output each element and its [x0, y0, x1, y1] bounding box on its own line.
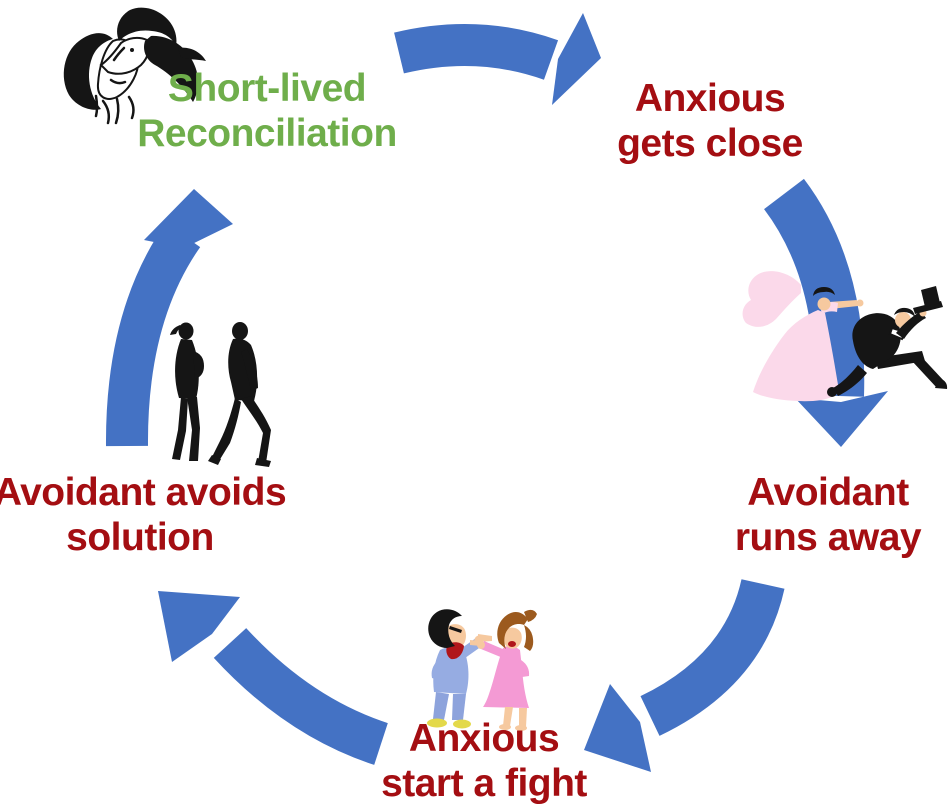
woman-point-sleeve	[481, 641, 505, 658]
man-hair	[428, 609, 462, 648]
bride-veil	[742, 271, 801, 327]
woman-leg-left	[503, 707, 513, 726]
man-eye	[130, 48, 134, 52]
woman-hair-flick	[524, 609, 537, 622]
woman-hip-arm	[516, 660, 530, 677]
groom-front-shin	[912, 352, 944, 388]
woman-lips	[109, 78, 127, 85]
bride-face	[817, 297, 831, 311]
label-line-2: runs away	[734, 516, 922, 559]
groom-hair	[894, 307, 915, 317]
woman-foot-left	[499, 724, 511, 730]
walking-man-figure	[208, 322, 271, 467]
man-slipper-right	[453, 719, 471, 729]
arrow-gets-close-to-runs-away	[763, 178, 888, 447]
man-point-finger	[478, 634, 492, 642]
bride-hair	[813, 287, 835, 296]
arrow-avoids-solution-to-reconciliation	[105, 189, 233, 447]
arguing-couple-icon	[427, 609, 537, 731]
kissing-couple-icon	[63, 7, 206, 125]
woman-hair	[63, 33, 113, 110]
groom-figure	[827, 286, 948, 397]
groom-back-foot	[827, 387, 837, 397]
man-hip-arm	[431, 660, 444, 680]
woman-point-finger	[470, 640, 481, 646]
groom-back-leg	[833, 365, 867, 396]
label-line-2: gets close	[617, 122, 803, 165]
woman-open-mouth	[508, 641, 516, 647]
label-line-2: solution	[66, 516, 214, 559]
arrow-runs-away-to-start-a-fight	[584, 578, 785, 772]
arguing-woman-figure	[470, 609, 537, 731]
label-line-1: Anxious	[408, 717, 560, 760]
collar-sketch-1	[94, 94, 99, 118]
groom-torso	[852, 313, 901, 369]
groom-front-thigh	[875, 351, 925, 369]
man-hair	[117, 7, 177, 46]
man-slipper-left	[427, 718, 447, 728]
label-anxious-start-a-fight: Anxious start a fight	[324, 716, 644, 806]
label-line-1: Short-lived	[167, 67, 367, 110]
collar-sketch-4	[127, 95, 135, 120]
label-line-1: Avoidant	[747, 471, 909, 514]
woman-dress	[483, 645, 529, 708]
bride-figure	[742, 271, 864, 402]
label-avoidant-avoids-solution: Avoidant avoids solution	[0, 470, 300, 560]
label-line-1: Avoidant avoids	[0, 471, 287, 514]
arguing-man-figure	[427, 609, 492, 729]
man-pant-right	[452, 694, 466, 720]
collar-sketch-2	[101, 99, 111, 125]
woman-hair-side	[524, 625, 534, 651]
groom-hat-arm	[896, 311, 926, 339]
man-pant-left	[433, 692, 449, 720]
woman-foot-right	[515, 725, 527, 731]
label-line-2: Reconciliation	[137, 112, 397, 155]
groom-front-shoe	[935, 378, 948, 389]
label-anxious-gets-close: Anxious gets close	[550, 76, 870, 166]
man-arm	[178, 47, 206, 61]
walking-away-couple-icon	[170, 322, 271, 467]
label-line-1: Anxious	[634, 77, 786, 120]
man-brow	[449, 626, 462, 633]
top-hat-crown	[921, 286, 940, 307]
label-short-lived-reconciliation: Short-lived Reconciliation	[107, 66, 427, 156]
bride-dress	[753, 310, 839, 402]
bride-hand	[856, 299, 864, 307]
top-hat-brim	[913, 301, 943, 314]
man-face	[99, 36, 150, 75]
arrow-start-a-fight-to-avoids-solution	[158, 591, 389, 765]
woman-leg-right	[519, 708, 527, 727]
woman-face	[503, 627, 522, 649]
man-nose	[112, 46, 126, 62]
bride-chasing-groom-icon	[742, 271, 948, 402]
woman-hair	[497, 611, 528, 649]
collar-sketch-3	[114, 97, 120, 125]
walking-woman-figure	[170, 322, 204, 461]
arrow-reconciliation-to-gets-close	[394, 13, 601, 105]
label-avoidant-runs-away: Avoidant runs away	[668, 470, 949, 560]
label-line-2: start a fight	[381, 762, 587, 805]
